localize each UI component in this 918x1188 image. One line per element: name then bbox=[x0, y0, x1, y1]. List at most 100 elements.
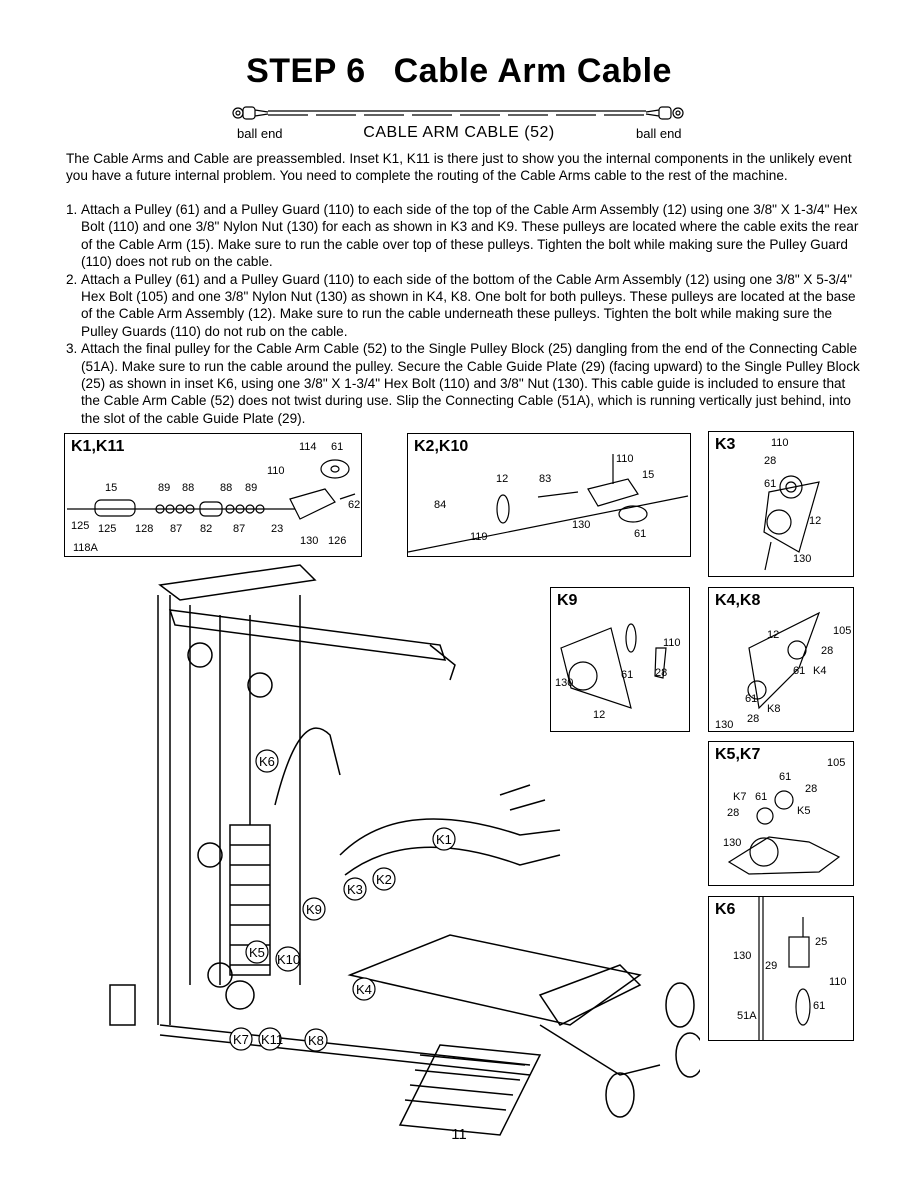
svg-text:130: 130 bbox=[733, 950, 751, 962]
svg-text:61: 61 bbox=[793, 665, 805, 677]
svg-text:61: 61 bbox=[745, 693, 757, 705]
svg-text:12: 12 bbox=[767, 629, 779, 641]
svg-text:12: 12 bbox=[593, 709, 605, 721]
inset-label: K3 bbox=[715, 436, 736, 453]
callout-k6: K6 bbox=[255, 749, 279, 773]
k2-k10-drawing: 110 12 83 15 84 130 119 61 bbox=[408, 453, 689, 553]
svg-text:K3: K3 bbox=[347, 882, 363, 897]
callout-k3: K3 bbox=[343, 877, 367, 901]
svg-text:118A: 118A bbox=[73, 542, 99, 554]
svg-text:105: 105 bbox=[827, 757, 845, 769]
svg-text:25: 25 bbox=[815, 936, 827, 948]
svg-text:110: 110 bbox=[829, 976, 847, 988]
svg-text:28: 28 bbox=[805, 783, 817, 795]
instruction-step: 2.Attach a Pulley (61) and a Pulley Guar… bbox=[66, 271, 856, 339]
k3-drawing: 110 28 61 12 130 bbox=[763, 437, 821, 571]
svg-text:128: 128 bbox=[135, 523, 153, 535]
svg-text:89: 89 bbox=[158, 482, 170, 494]
svg-text:110: 110 bbox=[267, 465, 285, 477]
svg-text:61: 61 bbox=[331, 441, 343, 453]
svg-text:15: 15 bbox=[642, 469, 654, 481]
svg-text:K10: K10 bbox=[277, 952, 300, 967]
inset-label: K5,K7 bbox=[715, 746, 761, 763]
svg-text:28: 28 bbox=[821, 645, 833, 657]
inset-k2-k10: 110 12 83 15 84 130 119 61 K2,K10 bbox=[407, 433, 691, 557]
instruction-step: 1.Attach a Pulley (61) and a Pulley Guar… bbox=[66, 202, 859, 270]
left-ball-end-label: ball end bbox=[237, 126, 283, 141]
svg-text:K8: K8 bbox=[308, 1033, 324, 1048]
svg-text:125: 125 bbox=[71, 520, 89, 532]
svg-text:K5: K5 bbox=[797, 805, 810, 817]
svg-text:29: 29 bbox=[765, 960, 777, 972]
step-title: Cable Arm Cable bbox=[393, 52, 672, 90]
svg-text:61: 61 bbox=[779, 771, 791, 783]
k9-drawing: 110 130 61 28 12 bbox=[555, 623, 681, 721]
svg-text:126: 126 bbox=[328, 535, 346, 547]
svg-text:12: 12 bbox=[809, 515, 821, 527]
inset-k3: 110 28 61 12 130 K3 bbox=[708, 431, 854, 577]
instruction-step: 3.Attach the final pulley for the Cable … bbox=[66, 341, 860, 426]
svg-text:130: 130 bbox=[715, 719, 733, 731]
intro-paragraph: The Cable Arms and Cable are preassemble… bbox=[66, 151, 852, 184]
svg-text:K11: K11 bbox=[261, 1032, 283, 1047]
svg-text:88: 88 bbox=[220, 482, 232, 494]
svg-text:28: 28 bbox=[747, 713, 759, 725]
callout-k7: K7 bbox=[229, 1027, 253, 1051]
svg-text:82: 82 bbox=[200, 523, 212, 535]
svg-text:114: 114 bbox=[299, 441, 317, 453]
svg-text:105: 105 bbox=[833, 625, 851, 637]
svg-text:125: 125 bbox=[98, 523, 116, 535]
svg-text:28: 28 bbox=[727, 807, 739, 819]
svg-text:61: 61 bbox=[634, 528, 646, 540]
svg-text:K6: K6 bbox=[259, 754, 275, 769]
svg-text:84: 84 bbox=[434, 499, 446, 511]
callout-k1: K1 bbox=[432, 827, 456, 851]
svg-text:83: 83 bbox=[539, 473, 551, 485]
svg-text:119: 119 bbox=[470, 531, 488, 543]
svg-text:61: 61 bbox=[764, 478, 776, 490]
k5-k7-drawing: 105 61 28 K7 61 K5 28 130 bbox=[723, 757, 845, 875]
svg-text:K9: K9 bbox=[306, 902, 322, 917]
svg-text:89: 89 bbox=[245, 482, 257, 494]
svg-text:K1: K1 bbox=[436, 832, 452, 847]
k6-drawing: 25 130 29 110 51A 61 bbox=[733, 897, 847, 1040]
machine-illustration: K6 K1 K2 K3 K9 K5 K10 K4 K7 K11 K8 bbox=[109, 564, 700, 1136]
callout-k10: K10 bbox=[275, 946, 301, 972]
callout-k9: K9 bbox=[302, 897, 326, 921]
svg-text:K8: K8 bbox=[767, 703, 780, 715]
k4-k8-drawing: 12 105 28 61 K4 61 K8 130 28 bbox=[715, 611, 851, 731]
svg-text:130: 130 bbox=[300, 535, 318, 547]
inset-label: K6 bbox=[715, 901, 736, 918]
svg-text:110: 110 bbox=[771, 437, 789, 449]
svg-text:130: 130 bbox=[793, 553, 811, 565]
svg-text:61: 61 bbox=[621, 669, 633, 681]
inset-label: K9 bbox=[557, 592, 578, 609]
inset-k1-k11: 114 61 110 15 89 88 88 89 62 125 125 128… bbox=[64, 433, 362, 557]
svg-text:88: 88 bbox=[182, 482, 194, 494]
svg-text:62: 62 bbox=[348, 499, 360, 511]
instruction-list: 1.Attach a Pulley (61) and a Pulley Guar… bbox=[66, 201, 866, 427]
svg-text:28: 28 bbox=[764, 455, 776, 467]
k1-k11-drawing: 114 61 110 15 89 88 88 89 62 125 125 128… bbox=[67, 441, 360, 554]
svg-text:28: 28 bbox=[655, 667, 667, 679]
svg-text:87: 87 bbox=[233, 523, 245, 535]
inset-label: K4,K8 bbox=[715, 592, 761, 609]
svg-text:K5: K5 bbox=[249, 945, 265, 960]
svg-text:K4: K4 bbox=[813, 665, 826, 677]
page-number: 11 bbox=[451, 1126, 467, 1143]
right-ball-end-label: ball end bbox=[636, 126, 682, 141]
svg-text:K7: K7 bbox=[233, 1032, 249, 1047]
inset-label: K2,K10 bbox=[414, 438, 469, 455]
svg-text:51A: 51A bbox=[737, 1010, 757, 1022]
svg-text:130: 130 bbox=[555, 677, 573, 689]
svg-text:K7: K7 bbox=[733, 791, 746, 803]
callout-k4: K4 bbox=[352, 977, 376, 1001]
svg-text:K4: K4 bbox=[356, 982, 372, 997]
svg-text:K2: K2 bbox=[376, 872, 392, 887]
svg-text:23: 23 bbox=[271, 523, 283, 535]
callout-k5: K5 bbox=[245, 940, 269, 964]
inset-k9: 110 130 61 28 12 K9 bbox=[550, 587, 690, 732]
inset-k5-k7: 105 61 28 K7 61 K5 28 130 K5,K7 bbox=[708, 741, 854, 886]
callout-k8: K8 bbox=[304, 1028, 328, 1052]
